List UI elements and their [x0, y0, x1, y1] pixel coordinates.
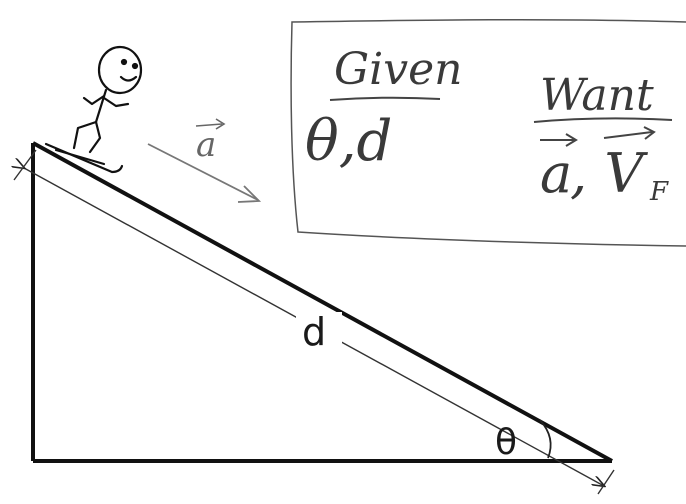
want-heading: Want — [540, 70, 654, 121]
acceleration-label: a — [196, 125, 216, 165]
want-v-vector-arrow — [603, 131, 653, 139]
want-value-v: , V — [570, 142, 648, 205]
given-heading: Given — [334, 44, 462, 95]
stick-figure-skier — [44, 45, 143, 174]
want-value-v-subscript: F — [649, 177, 669, 207]
distance-arrow-head-tick — [597, 469, 615, 495]
acceleration-vector-head — [237, 185, 262, 203]
given-values: θ,d — [305, 109, 392, 174]
angle-arc — [539, 419, 552, 459]
distance-arrow-tail-tick — [13, 149, 37, 181]
skier-head — [97, 45, 143, 95]
want-divider — [533, 117, 673, 123]
acceleration-label-arrow — [195, 123, 223, 127]
skier-skis — [44, 142, 124, 174]
want-values: a , V F — [540, 126, 669, 207]
acceleration-vector — [147, 143, 259, 201]
skier-body — [94, 88, 108, 124]
given-divider — [329, 96, 441, 101]
angle-label: θ — [495, 422, 517, 463]
triangle-hypotenuse-slope — [32, 141, 613, 463]
want-value-a: a — [540, 142, 572, 205]
distance-label: d — [302, 310, 326, 354]
